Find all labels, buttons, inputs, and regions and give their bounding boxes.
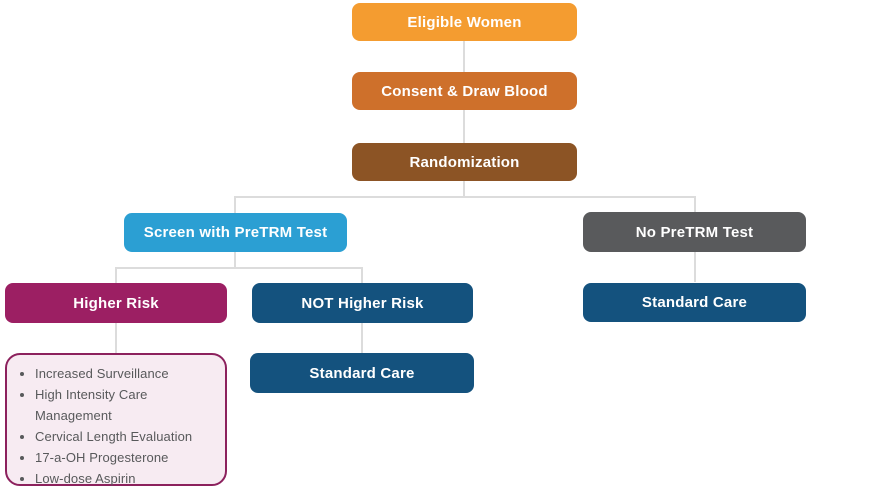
connector-screen-stem: [234, 252, 236, 268]
node-eligible-women: Eligible Women: [352, 3, 577, 41]
connector-branch-to-higher-risk: [115, 267, 117, 283]
higher-risk-interventions-list: Increased Surveillance High Intensity Ca…: [15, 363, 215, 493]
connector-not-higher-risk-to-standard-care: [361, 323, 363, 353]
connector-no-test-to-standard-care: [694, 252, 696, 282]
connector-branch-to-screen: [234, 196, 236, 213]
higher-risk-interventions-box: Increased Surveillance High Intensity Ca…: [5, 353, 227, 493]
connector-consent-to-randomization: [463, 110, 465, 143]
connector-branch-to-no-test: [694, 196, 696, 212]
node-standard-care-no-test-arm: Standard Care: [583, 283, 806, 322]
node-not-higher-risk: NOT Higher Risk: [252, 283, 473, 323]
node-screen-with-pretrm-test: Screen with PreTRM Test: [124, 213, 347, 252]
connector-randomization-stem: [463, 181, 465, 197]
node-standard-care-screen-arm: Standard Care: [250, 353, 474, 393]
connector-eligible-to-consent: [463, 41, 465, 72]
connector-branch-to-not-higher-risk: [361, 267, 363, 283]
node-higher-risk: Higher Risk: [5, 283, 227, 323]
connector-screen-branch-bar: [115, 267, 363, 269]
connector-higher-risk-to-interventions: [115, 323, 117, 353]
intervention-item: 17-a-OH Progesterone: [35, 447, 215, 468]
node-no-pretrm-test: No PreTRM Test: [583, 212, 806, 252]
intervention-item: Low Threshold Steroids: [35, 489, 215, 493]
intervention-item: Increased Surveillance: [35, 363, 215, 384]
intervention-item: Low-dose Aspirin: [35, 468, 215, 489]
connector-randomization-branch-bar: [234, 196, 696, 198]
node-randomization: Randomization: [352, 143, 577, 181]
intervention-item: High Intensity Care Management: [35, 384, 215, 426]
intervention-item: Cervical Length Evaluation: [35, 426, 215, 447]
node-consent-draw-blood: Consent & Draw Blood: [352, 72, 577, 110]
